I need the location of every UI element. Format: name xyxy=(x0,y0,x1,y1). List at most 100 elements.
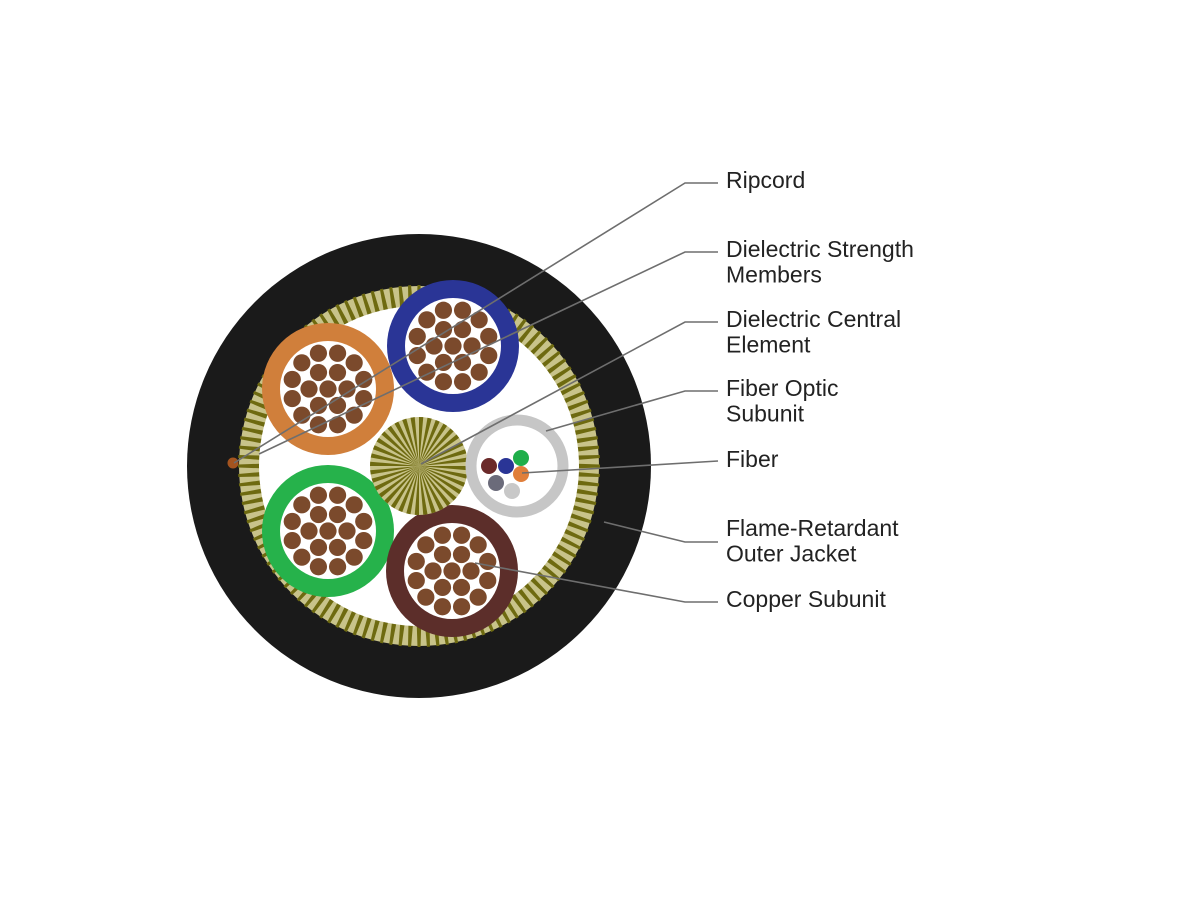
copper-strand xyxy=(293,354,311,372)
copper-strand xyxy=(463,337,481,355)
copper-strand xyxy=(355,370,373,389)
central-element-wedge xyxy=(371,466,419,483)
strength-yarn xyxy=(398,285,405,309)
copper-strand xyxy=(433,578,452,597)
copper-strand xyxy=(328,558,347,576)
copper-strand xyxy=(480,346,498,365)
central-element-wedge xyxy=(414,466,419,515)
copper-strand xyxy=(462,562,480,580)
strength-yarn xyxy=(343,300,357,322)
copper-strand xyxy=(470,363,488,381)
central-element-wedge xyxy=(398,466,419,513)
strength-yarn xyxy=(352,613,365,636)
strength-yarn xyxy=(343,610,357,632)
copper-strand xyxy=(434,353,453,372)
central-element-wedge xyxy=(419,466,451,507)
fiber-tube xyxy=(465,414,569,518)
central-element-wedge xyxy=(419,417,424,466)
strength-yarn xyxy=(335,606,349,628)
label-line: Fiber xyxy=(726,446,779,472)
central-element-wedge xyxy=(419,428,454,466)
copper-strand xyxy=(417,588,435,606)
strength-yarn xyxy=(577,472,600,477)
central-element-wedge xyxy=(394,421,419,466)
copper-strand xyxy=(328,538,347,557)
strength-yarn xyxy=(243,417,267,428)
copper-strand xyxy=(300,522,318,540)
copper-strand xyxy=(283,512,301,531)
copper-strand xyxy=(418,311,436,329)
copper-strand xyxy=(355,531,373,550)
fiber xyxy=(504,483,520,499)
copper-strand xyxy=(293,406,311,424)
copper-strand xyxy=(293,548,311,566)
copper-strand xyxy=(328,505,347,524)
label-line: Members xyxy=(726,262,822,288)
central-element-wedge xyxy=(372,445,419,466)
strength-yarn xyxy=(379,288,389,311)
central-element-wedge xyxy=(419,466,462,495)
copper-subunits xyxy=(262,280,519,637)
strength-yarn xyxy=(408,624,413,647)
strength-yarn xyxy=(239,436,263,444)
copper-strand xyxy=(407,552,425,571)
strength-yarn xyxy=(241,426,264,436)
copper-strand xyxy=(433,598,452,616)
strength-yarn xyxy=(370,290,381,314)
orange-copper-subunit xyxy=(262,323,394,455)
strength-yarn xyxy=(529,576,549,596)
strength-yarn xyxy=(510,593,527,614)
leader-line xyxy=(258,251,718,455)
copper-strand xyxy=(283,370,301,389)
copper-strand xyxy=(345,354,363,372)
copper-strand xyxy=(434,373,453,391)
fiber xyxy=(513,466,529,482)
strength-yarn xyxy=(555,543,577,558)
strength-yarn xyxy=(576,445,600,452)
strength-yarn xyxy=(311,593,328,614)
leader-line xyxy=(603,521,718,543)
strength-yarn xyxy=(569,408,592,419)
copper-strand xyxy=(434,301,453,319)
strength-yarn xyxy=(551,366,572,382)
strength-yarn xyxy=(238,463,261,469)
strength-yarn xyxy=(243,504,267,515)
copper-strand xyxy=(434,320,453,339)
central-element-wedge xyxy=(419,423,448,466)
strength-yarn xyxy=(416,624,422,647)
copper-strand xyxy=(425,337,443,355)
strength-yarn xyxy=(571,504,595,515)
central-element-wedge xyxy=(419,417,432,466)
fiber xyxy=(513,450,529,466)
strength-yarn xyxy=(541,564,561,582)
copper-strand xyxy=(338,522,356,540)
strength-yarn xyxy=(327,602,342,624)
strength-yarn xyxy=(389,622,397,646)
label-line: Ripcord xyxy=(726,167,805,193)
copper-strand xyxy=(407,571,425,590)
central-element-wedge xyxy=(419,457,468,466)
strength-yarn xyxy=(361,616,372,639)
label-line: Dielectric Strength xyxy=(726,236,914,262)
strength-yarn xyxy=(574,426,597,436)
copper-strand xyxy=(338,380,356,398)
central-element-wedge xyxy=(419,466,468,479)
strength-yarn xyxy=(541,350,561,368)
central-element-wedge xyxy=(419,466,466,487)
copper-strand xyxy=(309,396,328,415)
copper-strand xyxy=(433,545,452,564)
copper-strand xyxy=(293,496,311,514)
copper-strand xyxy=(433,526,452,544)
strength-yarn xyxy=(529,336,549,356)
leader-line xyxy=(521,460,719,474)
copper-strand xyxy=(452,578,471,597)
central-element-wedge xyxy=(402,418,419,466)
leader-lines xyxy=(233,182,719,603)
strength-yarn xyxy=(575,488,599,496)
